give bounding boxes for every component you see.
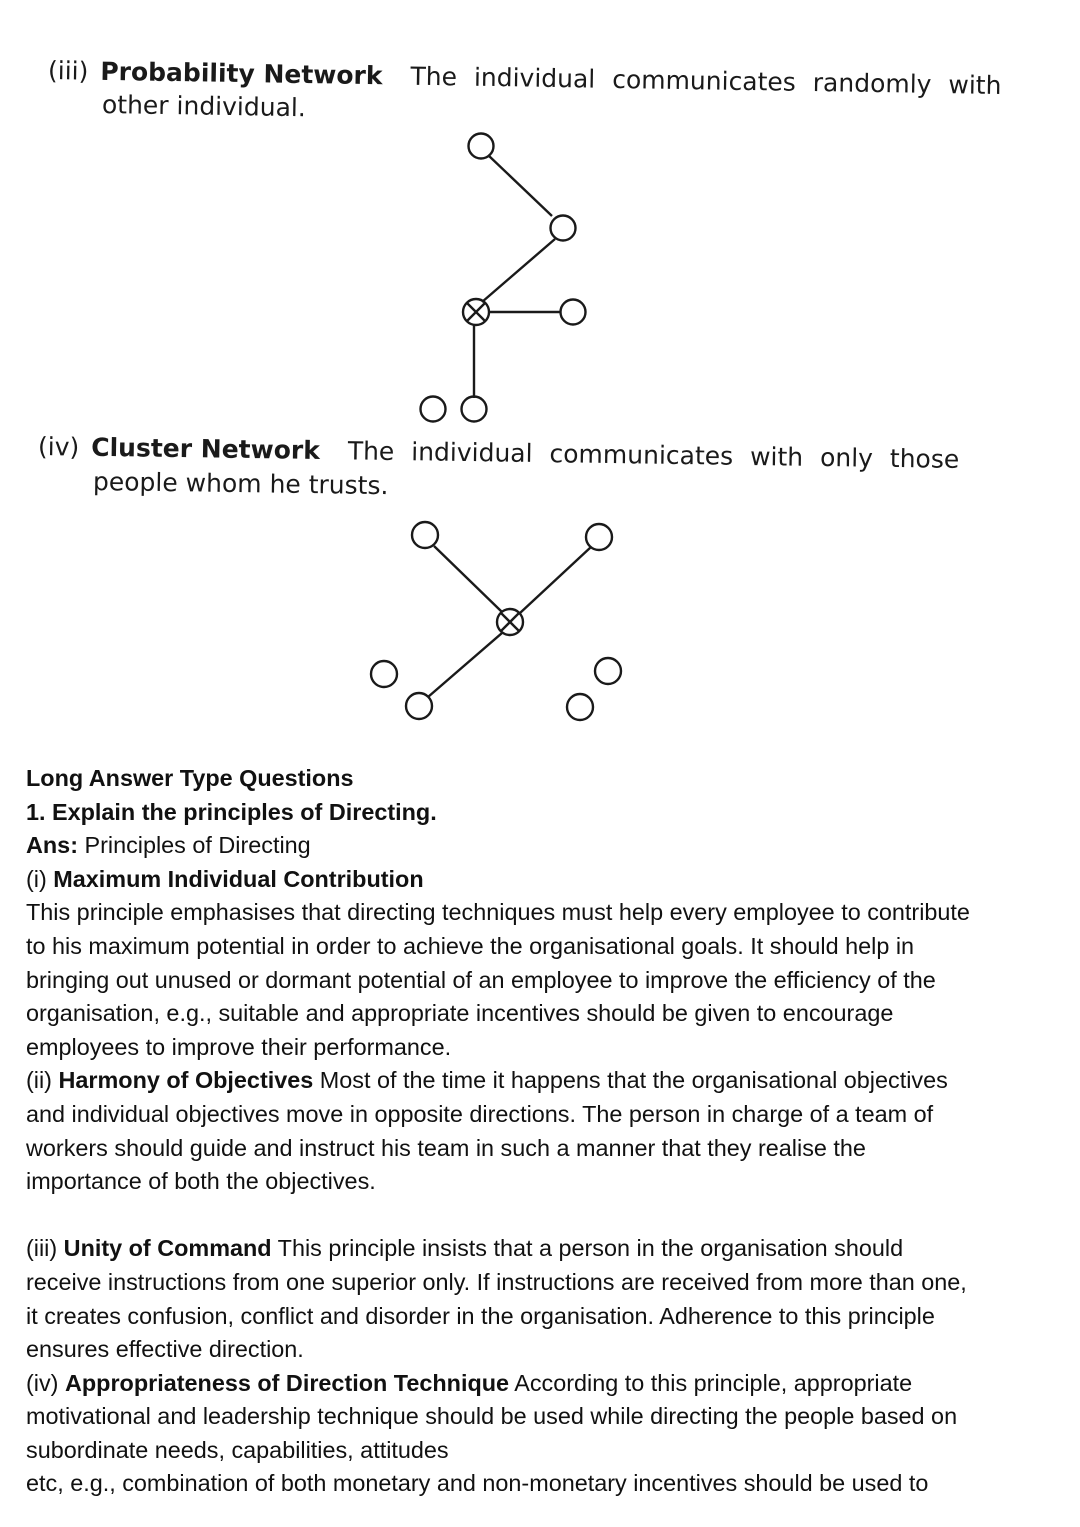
network-node xyxy=(419,395,447,423)
paragraph-line: ensures effective direction. xyxy=(26,1336,304,1363)
network-node xyxy=(467,132,495,160)
paragraph-line: importance of both the objectives. xyxy=(26,1168,376,1195)
network-node xyxy=(460,395,488,423)
paragraph-line: it creates confusion, conflict and disor… xyxy=(26,1302,935,1329)
section-title: Long Answer Type Questions xyxy=(26,765,354,791)
network-node xyxy=(584,522,614,552)
principle-heading: (iv) Appropriateness of Direction Techni… xyxy=(26,1367,1066,1401)
principle-text: Most of the time it happens that the org… xyxy=(319,1067,948,1094)
paragraph-line: organisation, e.g., suitable and appropr… xyxy=(26,1000,894,1027)
paragraph-line: receive instructions from one superior o… xyxy=(26,1268,967,1295)
principle-title: Maximum Individual Contribution xyxy=(53,865,424,892)
question-title: 1. Explain the principles of Directing. xyxy=(26,798,437,825)
answer-label: Ans: xyxy=(26,832,78,859)
paragraph-line: bringing out unused or dormant potential… xyxy=(26,966,936,993)
connection-line xyxy=(487,154,553,217)
principle-text: This principle insists that a person in … xyxy=(277,1235,904,1262)
paragraph-line: to his maximum potential in order to ach… xyxy=(26,932,915,959)
principle-heading: (i) Maximum Individual Contribution xyxy=(26,863,1066,897)
network-node xyxy=(369,659,399,689)
network-node xyxy=(565,692,595,722)
principle-title: Unity of Command xyxy=(63,1235,272,1262)
network-node xyxy=(559,298,587,326)
paragraph-line: subordinate needs, capabilities, attitud… xyxy=(26,1436,449,1463)
connection-line xyxy=(519,546,592,614)
paragraph-line: and individual objectives move in opposi… xyxy=(26,1100,934,1127)
answer-intro: Principles of Directing xyxy=(84,832,311,859)
principle-title: Harmony of Objectives xyxy=(58,1067,314,1094)
paragraph-line: workers should guide and instruct his te… xyxy=(26,1134,866,1161)
connection-line xyxy=(481,238,556,303)
network-node xyxy=(410,520,440,550)
principle-number: (i) xyxy=(26,865,47,892)
blank-line xyxy=(26,1199,1066,1233)
principle-title: Appropriateness of Direction Technique xyxy=(64,1369,510,1396)
paragraph-line: This principle emphasises that directing… xyxy=(26,899,970,926)
network-node xyxy=(549,214,577,242)
central-individual-node xyxy=(461,297,491,327)
principle-heading: (iii) Unity of Command This principle in… xyxy=(26,1232,1066,1266)
cluster-network-diagram xyxy=(369,520,623,722)
paragraph-line: etc, e.g., combination of both monetary … xyxy=(26,1470,929,1497)
network-node xyxy=(593,656,623,686)
paragraph-line: motivational and leadership technique sh… xyxy=(26,1403,958,1430)
principle-number: (iii) xyxy=(26,1235,58,1262)
principle-number: (ii) xyxy=(26,1067,52,1094)
connection-line xyxy=(433,545,503,613)
probability-network-diagram xyxy=(419,132,587,423)
principle-text: According to this principle, appropriate xyxy=(514,1369,913,1396)
principle-heading: (ii) Harmony of Objectives Most of the t… xyxy=(26,1064,1066,1098)
connection-line xyxy=(427,632,503,698)
central-individual-node xyxy=(495,607,525,637)
answer-intro-line: Ans: Principles of Directing xyxy=(26,829,1066,863)
paragraph-line: employees to improve their performance. xyxy=(26,1033,452,1060)
long-answer-section: Long Answer Type Questions 1. Explain th… xyxy=(26,762,1066,1501)
network-node xyxy=(404,691,434,721)
principle-number: (iv) xyxy=(26,1369,59,1396)
